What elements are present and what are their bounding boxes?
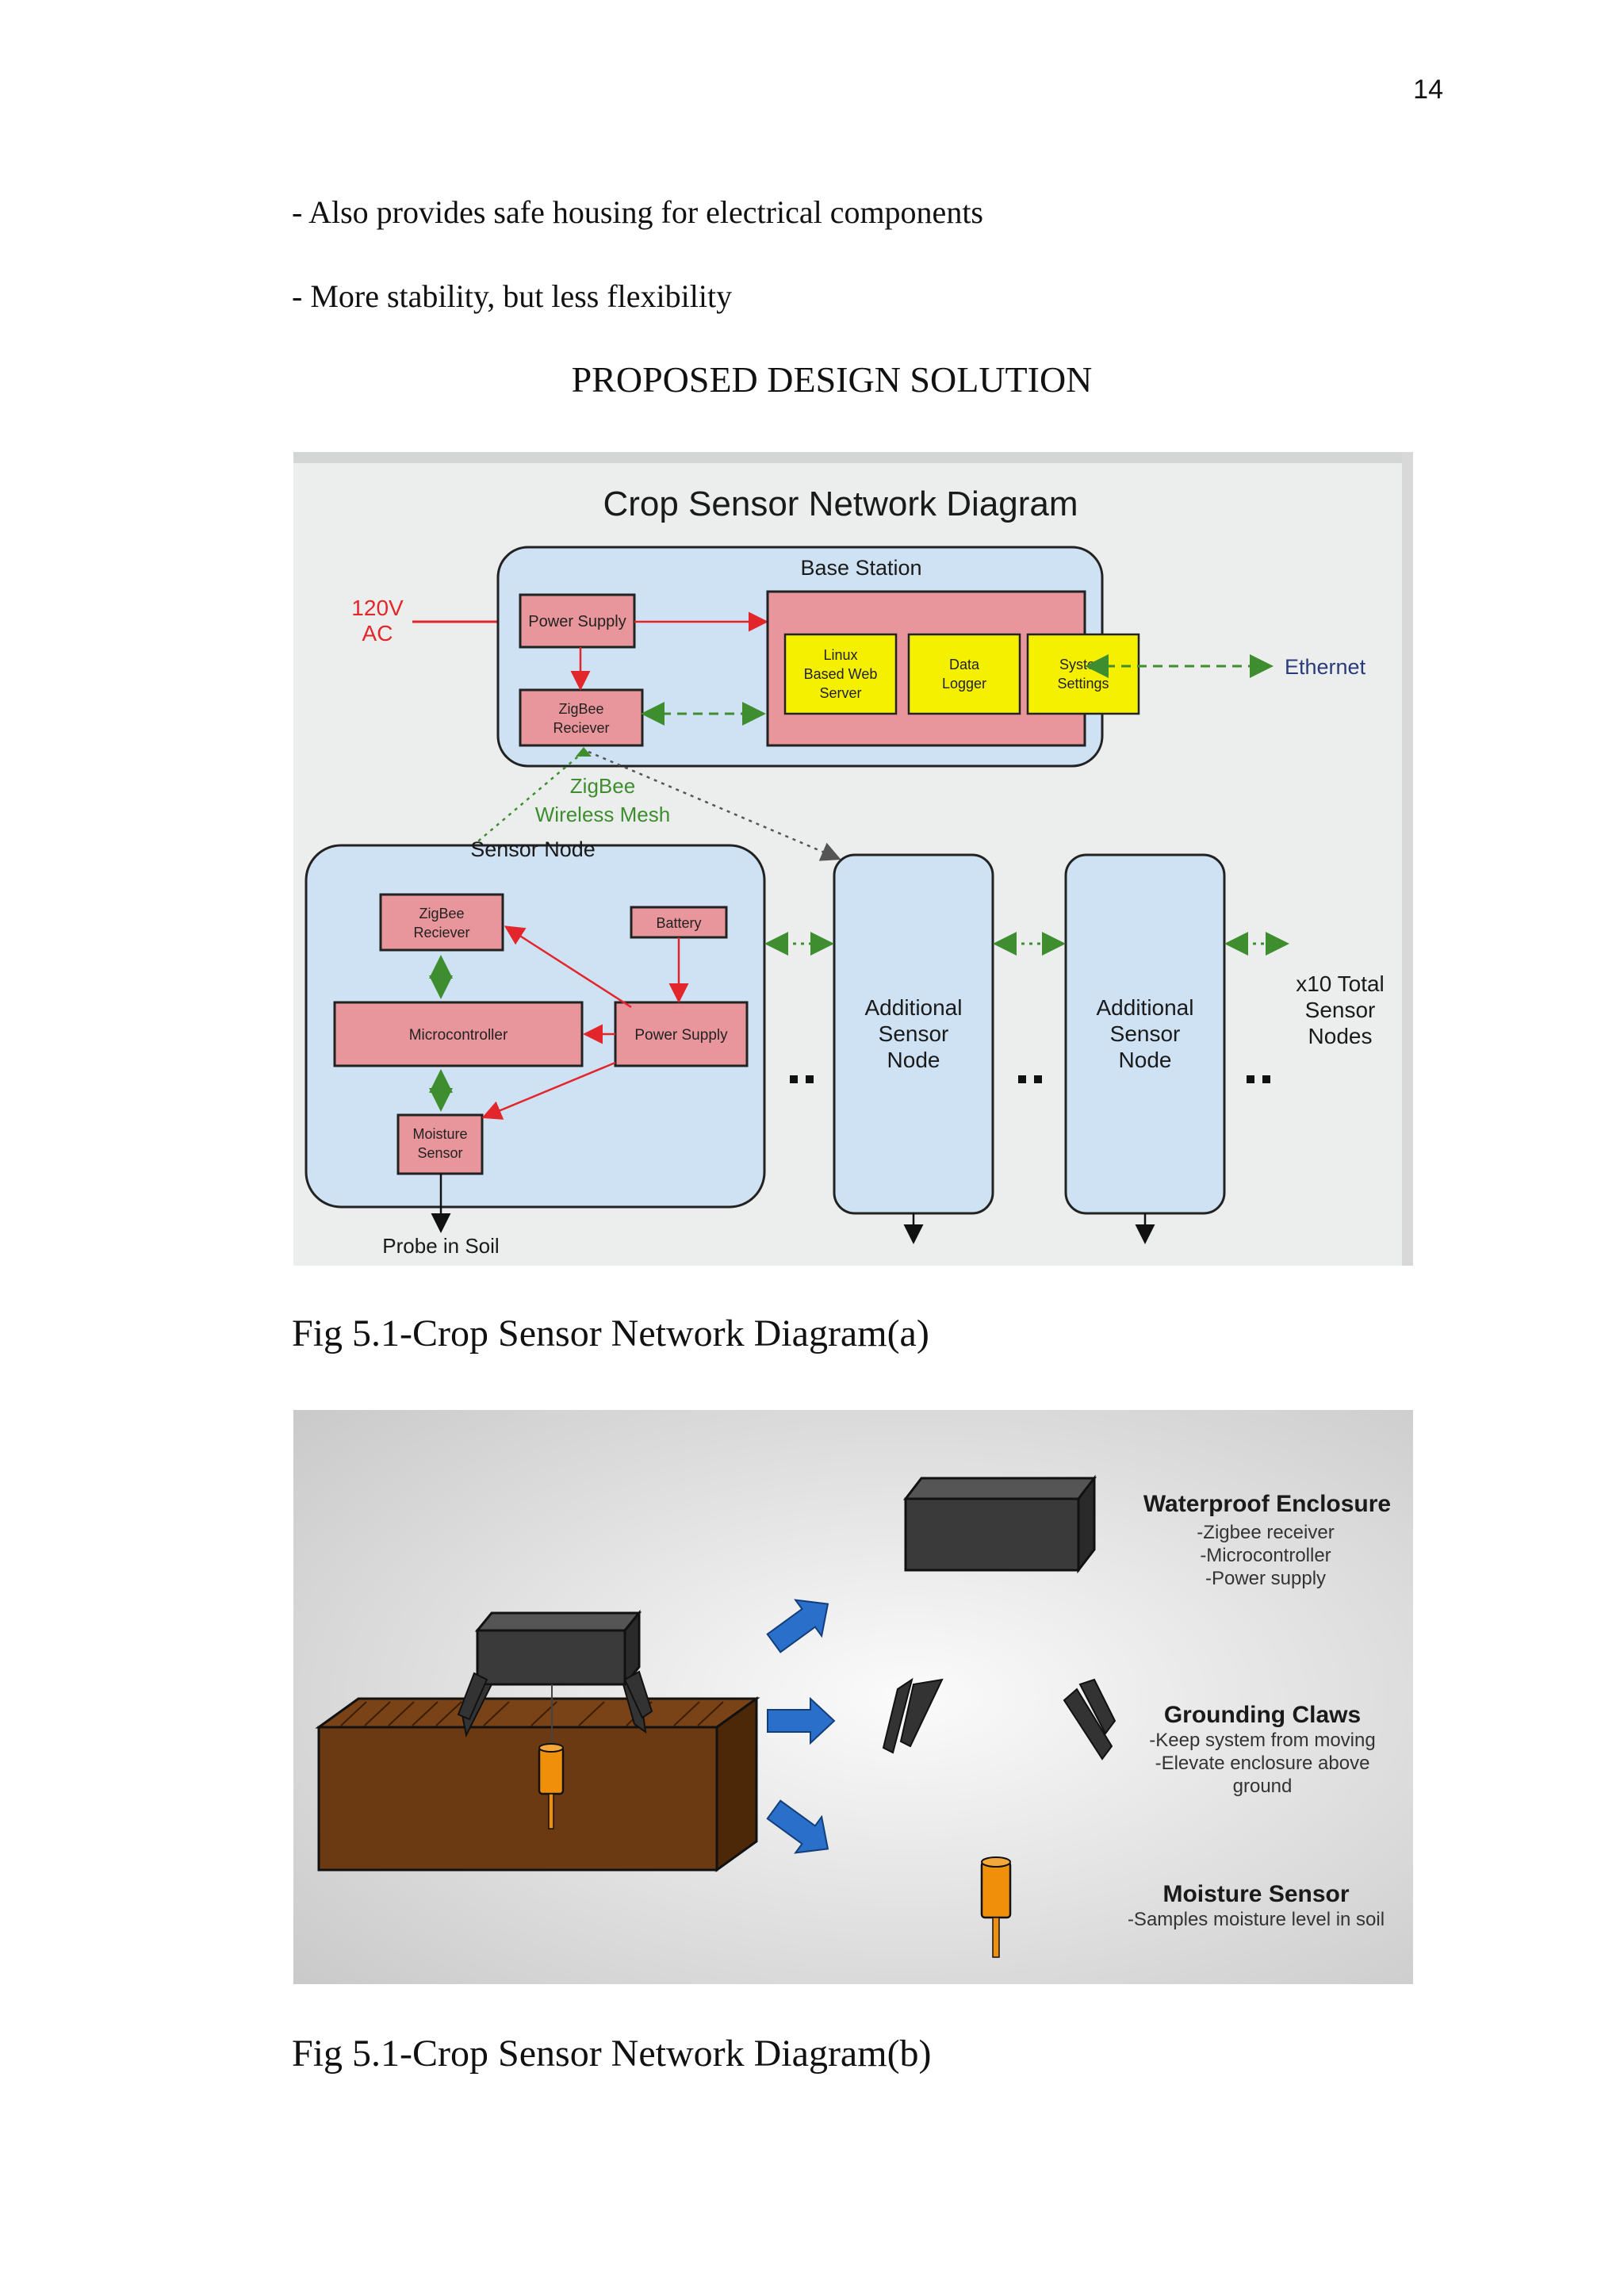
claws-item-2: -Elevate enclosure above xyxy=(1155,1753,1370,1774)
claws-item-3: ground xyxy=(1233,1776,1293,1797)
system-settings-box xyxy=(1026,633,1140,715)
paragraph-1: - Also provides safe housing for electri… xyxy=(292,194,983,230)
base-station-label: Base Station xyxy=(800,556,921,580)
claws-part xyxy=(882,1677,1116,1761)
system-settings-label-2: Settings xyxy=(1057,676,1109,692)
base-zigbee-label-2: Reciever xyxy=(553,720,609,736)
data-logger-label-2: Logger xyxy=(942,676,986,692)
mesh-label-1: ZigBee xyxy=(570,774,635,798)
enclosure-title: Waterproof Enclosure xyxy=(1143,1491,1391,1517)
mesh-label-2: Wireless Mesh xyxy=(535,803,670,826)
enclosure-item-1: -Zigbee receiver xyxy=(1197,1522,1334,1543)
additional-node-2-label-2: Sensor xyxy=(1110,1021,1181,1046)
arrow-down-icon xyxy=(766,1799,829,1854)
web-server-label-2: Based Web xyxy=(804,666,878,682)
section-heading: PROPOSED DESIGN SOLUTION xyxy=(571,359,1093,400)
claws-title: Grounding Claws xyxy=(1164,1702,1361,1728)
figure-b-caption: Fig 5.1-Crop Sensor Network Diagram(b) xyxy=(292,2033,932,2075)
moisture-title: Moisture Sensor xyxy=(1162,1881,1349,1907)
system-settings-label-1: System xyxy=(1059,657,1107,672)
input-power-label-2: AC xyxy=(362,621,393,646)
node-zigbee-label-1: ZigBee xyxy=(419,906,464,921)
base-zigbee-label-1: ZigBee xyxy=(558,701,603,717)
node-power-supply-label: Power Supply xyxy=(634,1027,728,1044)
enclosure-item-3: -Power supply xyxy=(1205,1568,1326,1589)
base-zigbee-box xyxy=(519,688,644,747)
data-logger-box xyxy=(907,633,1021,715)
web-server-box xyxy=(783,633,898,715)
enclosure-item-2: -Microcontroller xyxy=(1200,1545,1331,1566)
total-nodes-label-2: Sensor xyxy=(1305,998,1376,1022)
installed-enclosure xyxy=(457,1609,653,1748)
web-server-label-3: Server xyxy=(819,685,861,701)
hardware-illustration-svg: Waterproof Enclosure -Zigbee receiver -M… xyxy=(293,1410,1413,1984)
soil-block xyxy=(315,1696,760,1872)
moisture-sensor-part xyxy=(980,1856,1012,1958)
moisture-item-1: -Samples moisture level in soil xyxy=(1128,1909,1385,1930)
additional-node-2-label-3: Node xyxy=(1119,1048,1172,1072)
web-server-label-1: Linux xyxy=(823,647,857,663)
moisture-sensor-box xyxy=(396,1113,484,1175)
paragraph-2: - More stability, but less flexibility xyxy=(292,278,733,314)
additional-node-2-label-1: Additional xyxy=(1097,995,1194,1020)
claws-item-1: -Keep system from moving xyxy=(1149,1730,1375,1751)
moisture-sensor-label-1: Moisture xyxy=(412,1126,467,1142)
arrow-right-icon xyxy=(767,1696,836,1745)
arrow-up-icon xyxy=(766,1599,829,1653)
node-zigbee-box xyxy=(379,893,504,952)
microcontroller-label: Microcontroller xyxy=(409,1027,508,1044)
additional-node-1-label-3: Node xyxy=(887,1048,940,1072)
microcontroller-box xyxy=(333,1001,584,1067)
diagram-title: Crop Sensor Network Diagram xyxy=(603,485,1078,523)
input-power-label-1: 120V xyxy=(351,596,404,620)
total-nodes-label-1: x10 Total xyxy=(1296,971,1385,996)
installed-moisture-sensor xyxy=(538,1743,565,1829)
figure-a-caption: Fig 5.1-Crop Sensor Network Diagram(a) xyxy=(292,1312,929,1354)
additional-node-1-label-1: Additional xyxy=(865,995,963,1020)
data-logger-label-1: Data xyxy=(949,657,980,672)
battery-label: Battery xyxy=(656,915,701,931)
additional-node-1-label-2: Sensor xyxy=(879,1021,949,1046)
figure-network-diagram: Crop Sensor Network Diagram 120V AC Base… xyxy=(293,452,1413,1266)
network-diagram-svg: Crop Sensor Network Diagram 120V AC Base… xyxy=(293,452,1413,1266)
base-power-supply-label: Power Supply xyxy=(528,613,626,630)
enclosure-part xyxy=(902,1474,1097,1574)
base-power-supply-box xyxy=(519,593,636,649)
moisture-sensor-label-2: Sensor xyxy=(417,1145,462,1161)
node-zigbee-label-2: Reciever xyxy=(413,925,469,941)
total-nodes-label-3: Nodes xyxy=(1308,1024,1373,1048)
figure-hardware-illustration: Waterproof Enclosure -Zigbee receiver -M… xyxy=(293,1410,1413,1984)
probe-label: Probe in Soil xyxy=(382,1234,499,1258)
ethernet-label: Ethernet xyxy=(1285,655,1366,679)
page-number: 14 xyxy=(1413,75,1443,105)
sensor-node-label: Sensor Node xyxy=(470,837,596,861)
